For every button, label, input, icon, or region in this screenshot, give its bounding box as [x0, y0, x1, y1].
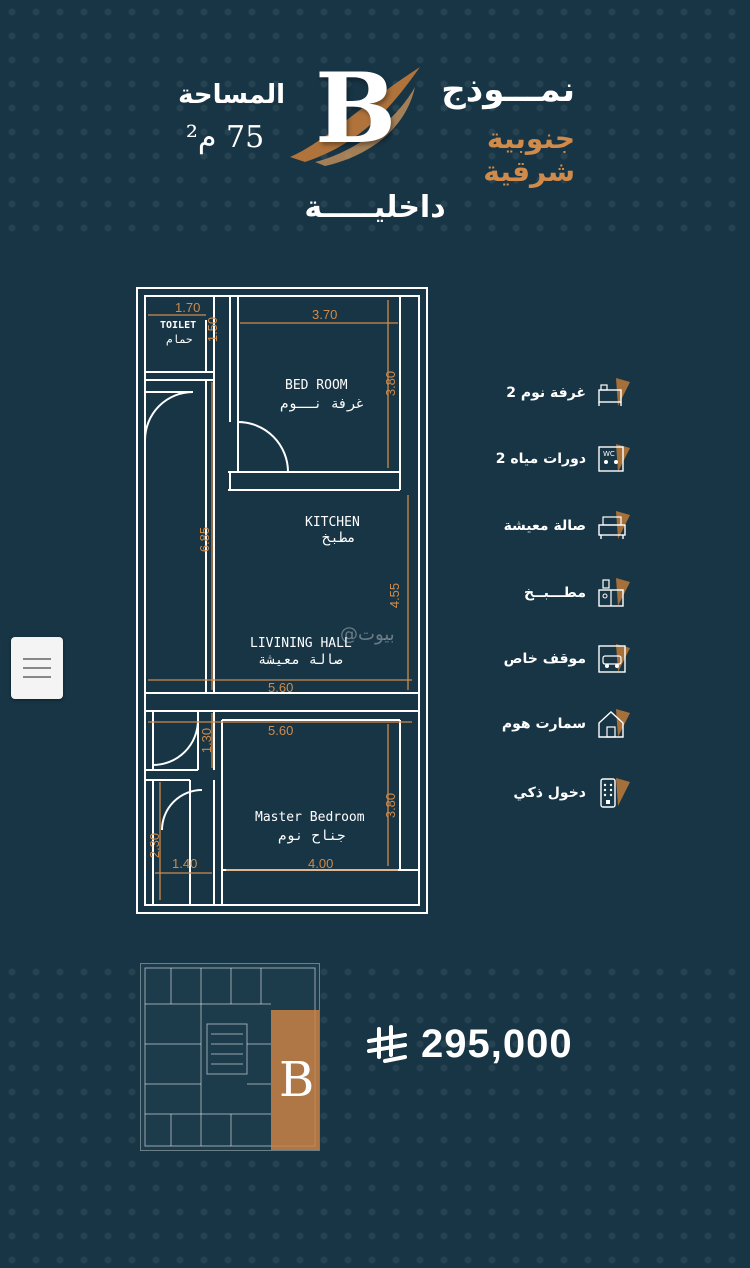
- feature-label: 2 دورات مياه: [495, 451, 586, 467]
- smart-lock-icon: [600, 778, 630, 808]
- menu-icon-bar: [23, 658, 51, 660]
- watermark: بيوت@: [340, 624, 395, 645]
- area-label: المساحة: [178, 80, 285, 110]
- building-plan-drawing: [144, 967, 319, 1150]
- wc-icon: WC: [598, 444, 630, 472]
- brush-stroke-icon: [290, 67, 420, 166]
- bedroom-label-en: BED ROOM: [285, 378, 348, 393]
- living-label-en: LIVINING HALL: [250, 636, 352, 651]
- feature-item: دخول ذكي: [470, 772, 630, 814]
- riyal-icon: [367, 1024, 407, 1063]
- dim-label: 6.85: [197, 526, 213, 553]
- area-value: 75 م²: [185, 120, 265, 155]
- model-label: نمـــوذج: [441, 70, 575, 110]
- dim-label: 3.70: [312, 307, 338, 322]
- thumbnail-model-letter: B: [279, 1052, 315, 1108]
- master-label-en: Master Bedroom: [255, 810, 365, 825]
- dim-label: 1.40: [172, 856, 198, 871]
- menu-button[interactable]: [11, 637, 63, 699]
- menu-icon-bar: [23, 667, 51, 669]
- price-value: 295,000: [421, 1022, 573, 1066]
- kitchen-icon: [598, 578, 630, 607]
- dim-label: 3.80: [383, 370, 399, 397]
- svg-text:WC: WC: [603, 450, 615, 458]
- unit-position: داخليـــــة: [304, 190, 446, 225]
- dim-label: 5.60: [268, 723, 294, 738]
- kitchen-label-ar: مطبخ: [322, 530, 356, 546]
- feature-item: سمارت هوم: [470, 703, 630, 745]
- dim-label: 4.00: [308, 856, 334, 871]
- smart-home-icon: [598, 709, 630, 738]
- dim-label: 2.30: [147, 832, 163, 859]
- feature-item: مطـــبــخ: [470, 572, 630, 614]
- feature-label: 2 غرفة نوم: [506, 385, 586, 401]
- bedroom-icon: [598, 378, 630, 406]
- dim-label: 5.60: [268, 680, 294, 695]
- feature-label: مطـــبــخ: [523, 585, 586, 601]
- dim-label: 3.80: [383, 792, 399, 819]
- feature-item: موقف خاص: [470, 638, 630, 680]
- dim-label: 1.50: [205, 316, 221, 343]
- orientation-label: جنوبية شرقية: [483, 122, 575, 188]
- floor-plan-drawing: [136, 287, 428, 914]
- toilet-label-ar: حمام: [166, 333, 193, 346]
- dim-label: 1.30: [199, 727, 215, 754]
- toilet-label-en: TOILET: [160, 320, 197, 331]
- feature-label: دخول ذكي: [513, 785, 586, 801]
- background-dots-bottom: [0, 960, 750, 1268]
- living-label-ar: صالة معيشة: [258, 652, 343, 668]
- feature-item: صالة معيشة: [470, 505, 630, 547]
- feature-label: موقف خاص: [503, 651, 586, 667]
- feature-item: 2 غرفة نوم: [470, 372, 630, 414]
- model-letter: B: [315, 52, 397, 165]
- parking-icon: [598, 644, 630, 673]
- feature-item: 2 دورات مياه WC: [470, 438, 630, 480]
- building-floorplan-thumbnail: B: [140, 963, 320, 1151]
- menu-icon-bar: [23, 676, 51, 678]
- feature-label: سمارت هوم: [501, 716, 586, 732]
- sofa-icon: [598, 511, 630, 539]
- kitchen-label-en: KITCHEN: [305, 515, 360, 530]
- price-block: 295,000: [365, 1022, 573, 1067]
- feature-label: صالة معيشة: [503, 518, 586, 534]
- bedroom-label-ar: غرفة نــوم: [280, 396, 365, 412]
- master-label-ar: جناح نوم: [278, 828, 346, 844]
- dim-label: 1.70: [175, 300, 201, 315]
- dim-label: 4.55: [387, 582, 403, 609]
